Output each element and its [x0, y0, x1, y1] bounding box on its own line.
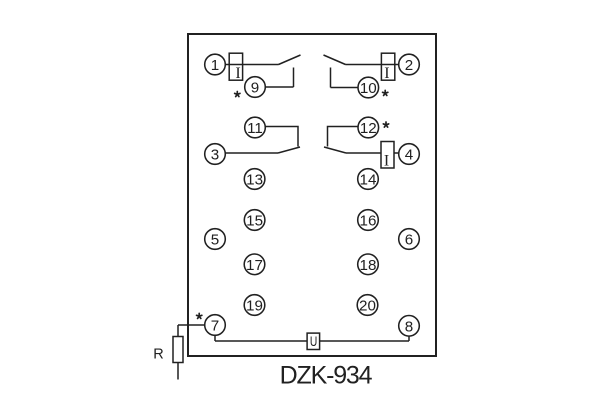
- svg-text:14: 14: [360, 172, 377, 189]
- svg-text:U: U: [310, 333, 317, 349]
- svg-text:I: I: [235, 65, 240, 82]
- svg-text:20: 20: [359, 298, 376, 315]
- svg-text:5: 5: [211, 232, 219, 249]
- svg-text:I: I: [384, 65, 389, 82]
- svg-text:17: 17: [246, 257, 263, 274]
- svg-text:9: 9: [251, 80, 259, 97]
- svg-text:6: 6: [405, 232, 413, 249]
- svg-text:19: 19: [246, 298, 263, 315]
- svg-text:I: I: [384, 153, 389, 170]
- svg-text:15: 15: [246, 213, 263, 230]
- svg-text:13: 13: [246, 172, 263, 189]
- svg-text:DZK-934: DZK-934: [280, 362, 373, 390]
- svg-text:12: 12: [360, 120, 377, 137]
- svg-text:R: R: [153, 347, 163, 363]
- svg-text:18: 18: [360, 257, 377, 274]
- svg-text:1: 1: [211, 57, 219, 74]
- svg-text:10: 10: [360, 80, 377, 97]
- svg-text:16: 16: [360, 213, 377, 230]
- svg-text:4: 4: [405, 147, 413, 164]
- svg-text:11: 11: [247, 120, 263, 137]
- svg-text:3: 3: [211, 147, 219, 164]
- svg-text:7: 7: [211, 318, 219, 335]
- svg-text:2: 2: [405, 57, 413, 74]
- svg-text:8: 8: [405, 318, 413, 335]
